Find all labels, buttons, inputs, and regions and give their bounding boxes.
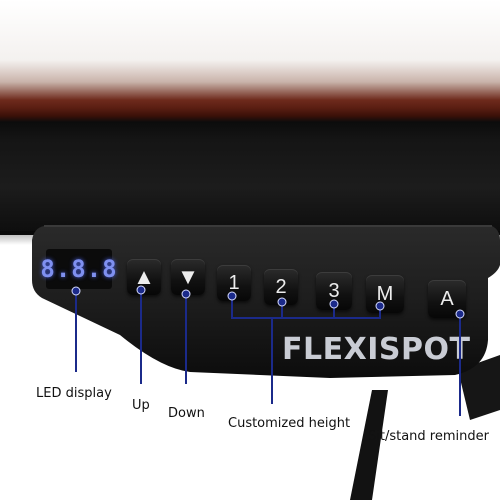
led-digits: 8.8.8 xyxy=(40,255,118,283)
reminder-label: A xyxy=(440,287,454,310)
up-arrow-icon: ▲ xyxy=(133,264,155,289)
preset-1-label: 1 xyxy=(228,271,240,294)
up-label: Up xyxy=(132,398,150,413)
memory-label: M xyxy=(376,282,394,305)
brand-logo: FLEXISPOT xyxy=(282,332,471,367)
down-button[interactable]: ▼ xyxy=(171,259,205,295)
led-display: 8.8.8 xyxy=(40,249,117,289)
down-arrow-icon: ▼ xyxy=(177,264,199,289)
customized-height-label: Customized height xyxy=(228,416,351,431)
down-label: Down xyxy=(168,406,205,421)
sit-stand-reminder-label: Sit/stand reminder xyxy=(368,429,489,444)
preset-2-label: 2 xyxy=(275,275,287,298)
led-display-label: LED display xyxy=(36,386,112,401)
up-button[interactable]: ▲ xyxy=(127,259,161,295)
preset-3-label: 3 xyxy=(328,279,340,302)
desk-top xyxy=(0,0,500,150)
memory-button[interactable]: M xyxy=(366,275,404,313)
